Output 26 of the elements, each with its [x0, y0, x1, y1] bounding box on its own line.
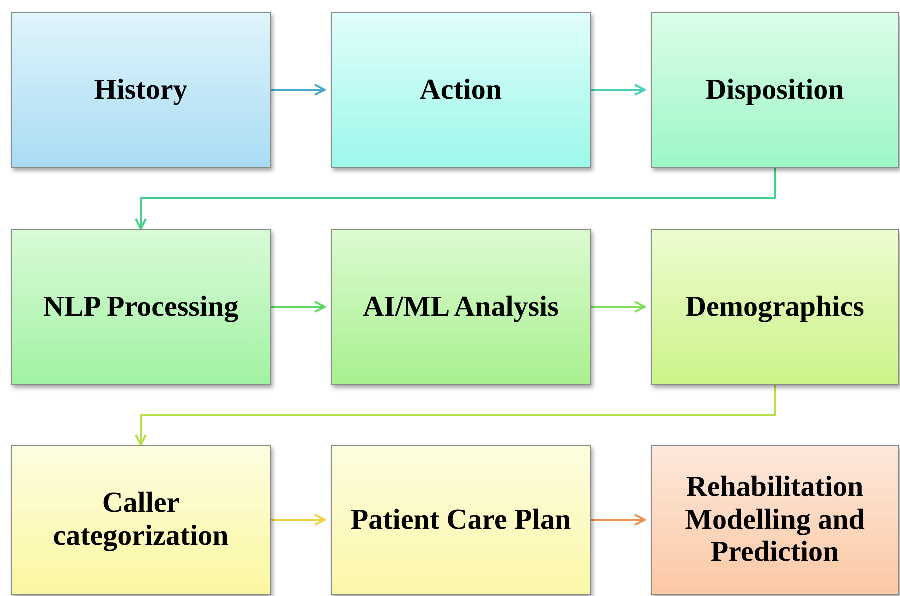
box-label: AI/ML Analysis: [362, 290, 560, 324]
box-label: Action: [418, 74, 504, 106]
box-label: Disposition: [704, 74, 846, 106]
process-box: [651, 229, 899, 385]
arrow: [591, 514, 646, 526]
process-box: [651, 12, 899, 168]
arrow: [271, 514, 326, 526]
process-box: [11, 12, 271, 168]
arrow: [271, 301, 326, 313]
process-box: [11, 229, 271, 385]
arrow: [135, 168, 776, 230]
arrow: [591, 301, 646, 313]
box-label: Demographics: [684, 290, 866, 324]
box-label: History: [93, 74, 189, 106]
arrow: [271, 84, 326, 96]
process-box: [11, 445, 271, 595]
process-box: [331, 12, 591, 168]
box-label: Patient Care Plan: [350, 504, 572, 536]
box-label: NLP Processing: [42, 290, 240, 324]
process-box: [651, 445, 899, 595]
box-label: Rehabilitation Modelling and Prediction: [684, 470, 866, 570]
box-label: Caller categorization: [52, 487, 230, 553]
process-box: [331, 445, 591, 595]
arrow: [591, 84, 646, 96]
arrow: [135, 385, 776, 446]
process-box: [331, 229, 591, 385]
